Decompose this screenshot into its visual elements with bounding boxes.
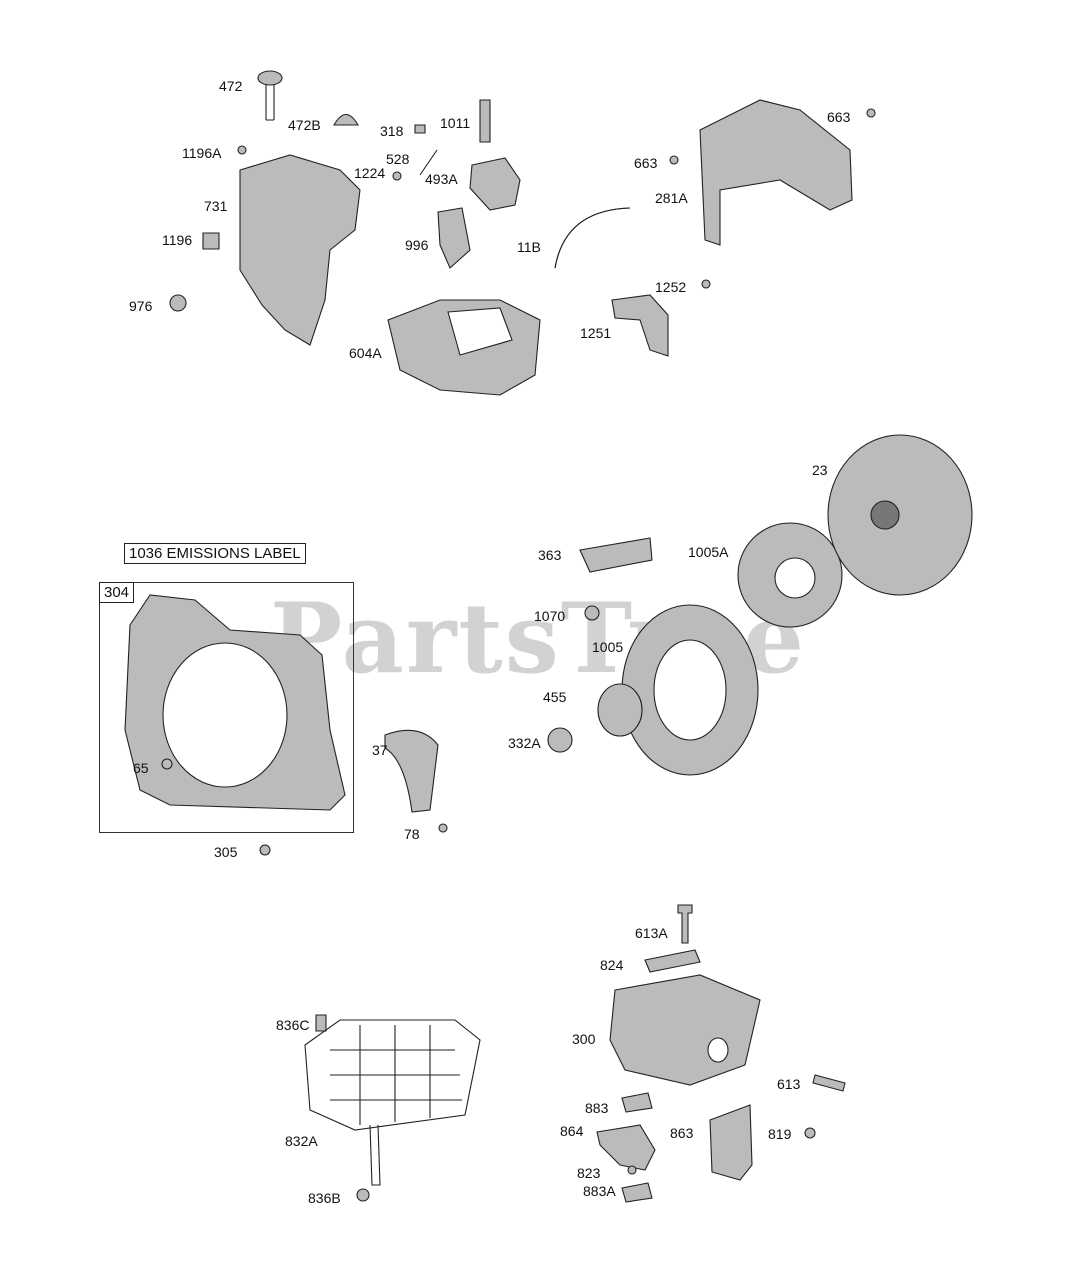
part-label: 1251 xyxy=(580,325,612,341)
sleeve-455 xyxy=(597,683,643,737)
screw-1070 xyxy=(584,605,600,621)
nut-332A xyxy=(547,727,573,753)
part-label: 863 xyxy=(670,1125,694,1141)
screw-836C xyxy=(315,1014,327,1032)
emissions-label: 1036 EMISSIONS LABEL xyxy=(124,543,306,564)
part-label: 1070 xyxy=(534,608,566,624)
part-label: 528 xyxy=(386,151,410,167)
muffler-guard-832A xyxy=(304,1019,481,1186)
bracket-493A xyxy=(469,157,521,211)
part-label: 363 xyxy=(538,547,562,563)
part-label: 78 xyxy=(404,826,420,842)
part-label: 472 xyxy=(219,78,243,94)
part-label: 832A xyxy=(285,1133,318,1149)
part-label: 65 xyxy=(133,760,149,776)
bracket-363 xyxy=(579,537,653,573)
tube-528 xyxy=(419,149,438,176)
part-label: 281A xyxy=(655,190,688,206)
screw-1252 xyxy=(701,279,711,289)
gasket-883 xyxy=(621,1092,653,1113)
bracket-863 xyxy=(709,1104,753,1181)
part-label: 864 xyxy=(560,1123,584,1139)
dipstick-cap-472 xyxy=(257,70,283,121)
breather-1011 xyxy=(479,99,491,143)
shroud-label: 304 xyxy=(99,582,135,603)
seal-996 xyxy=(437,207,471,269)
part-label: 823 xyxy=(577,1165,601,1181)
bracket-1251 xyxy=(611,294,669,357)
screw-823 xyxy=(627,1165,637,1175)
gasket-824 xyxy=(644,949,701,973)
hose-11B-outline xyxy=(554,207,631,269)
part-label: 883 xyxy=(585,1100,609,1116)
part-label: 11B xyxy=(517,239,541,255)
part-label: 472B xyxy=(288,117,321,133)
screw-663-b xyxy=(669,155,679,165)
part-label: 1252 xyxy=(655,279,687,295)
shroud-frame xyxy=(99,582,354,833)
knob-1196 xyxy=(202,232,220,250)
screw-1196A xyxy=(237,145,247,155)
housing-731 xyxy=(239,154,361,346)
panel-281A xyxy=(699,99,853,246)
screw-836B xyxy=(356,1188,370,1202)
screw-65 xyxy=(161,758,173,770)
clip-1224 xyxy=(392,171,402,181)
part-label: 996 xyxy=(405,237,429,253)
screw-78 xyxy=(438,823,448,833)
part-label: 883A xyxy=(583,1183,616,1199)
flywheel-23 xyxy=(827,434,973,596)
part-label: 604A xyxy=(349,345,382,361)
part-label: 663 xyxy=(827,109,851,125)
muffler-300 xyxy=(609,974,761,1086)
part-label: 824 xyxy=(600,957,624,973)
base-604A-window xyxy=(447,307,513,356)
part-label: 300 xyxy=(572,1031,596,1047)
part-label: 23 xyxy=(812,462,828,478)
screw-305 xyxy=(259,844,271,856)
part-label: 455 xyxy=(543,689,567,705)
bolt-613 xyxy=(812,1074,846,1092)
screw-318 xyxy=(414,124,426,134)
part-label: 836B xyxy=(308,1190,341,1206)
part-label: 836C xyxy=(276,1017,310,1033)
plate-864 xyxy=(596,1124,656,1171)
part-label: 1196 xyxy=(162,232,193,248)
screw-663-a xyxy=(866,108,876,118)
part-label: 613A xyxy=(635,925,668,941)
part-label: 1224 xyxy=(354,165,386,181)
guard-37 xyxy=(384,729,439,813)
part-label: 1005 xyxy=(592,639,624,655)
part-label: 493A xyxy=(425,171,458,187)
screw-819 xyxy=(804,1127,816,1139)
fan-1005A xyxy=(737,522,843,628)
part-label: 318 xyxy=(380,123,404,139)
part-label: 1005A xyxy=(688,544,729,560)
part-label: 1196A xyxy=(182,145,222,161)
part-label: 332A xyxy=(508,735,541,751)
part-label: 613 xyxy=(777,1076,801,1092)
fan-1005 xyxy=(621,604,759,776)
part-label: 731 xyxy=(204,198,228,214)
bolt-613A xyxy=(677,904,693,944)
part-label: 37 xyxy=(372,742,388,758)
part-label: 976 xyxy=(129,298,153,314)
cap-472B xyxy=(333,113,359,126)
part-label: 663 xyxy=(634,155,658,171)
gasket-883A xyxy=(621,1182,653,1203)
part-label: 819 xyxy=(768,1126,792,1142)
part-label: 1011 xyxy=(440,115,471,131)
part-label: 305 xyxy=(214,844,238,860)
blower-housing-304 xyxy=(124,594,346,811)
knob-976 xyxy=(169,294,187,312)
